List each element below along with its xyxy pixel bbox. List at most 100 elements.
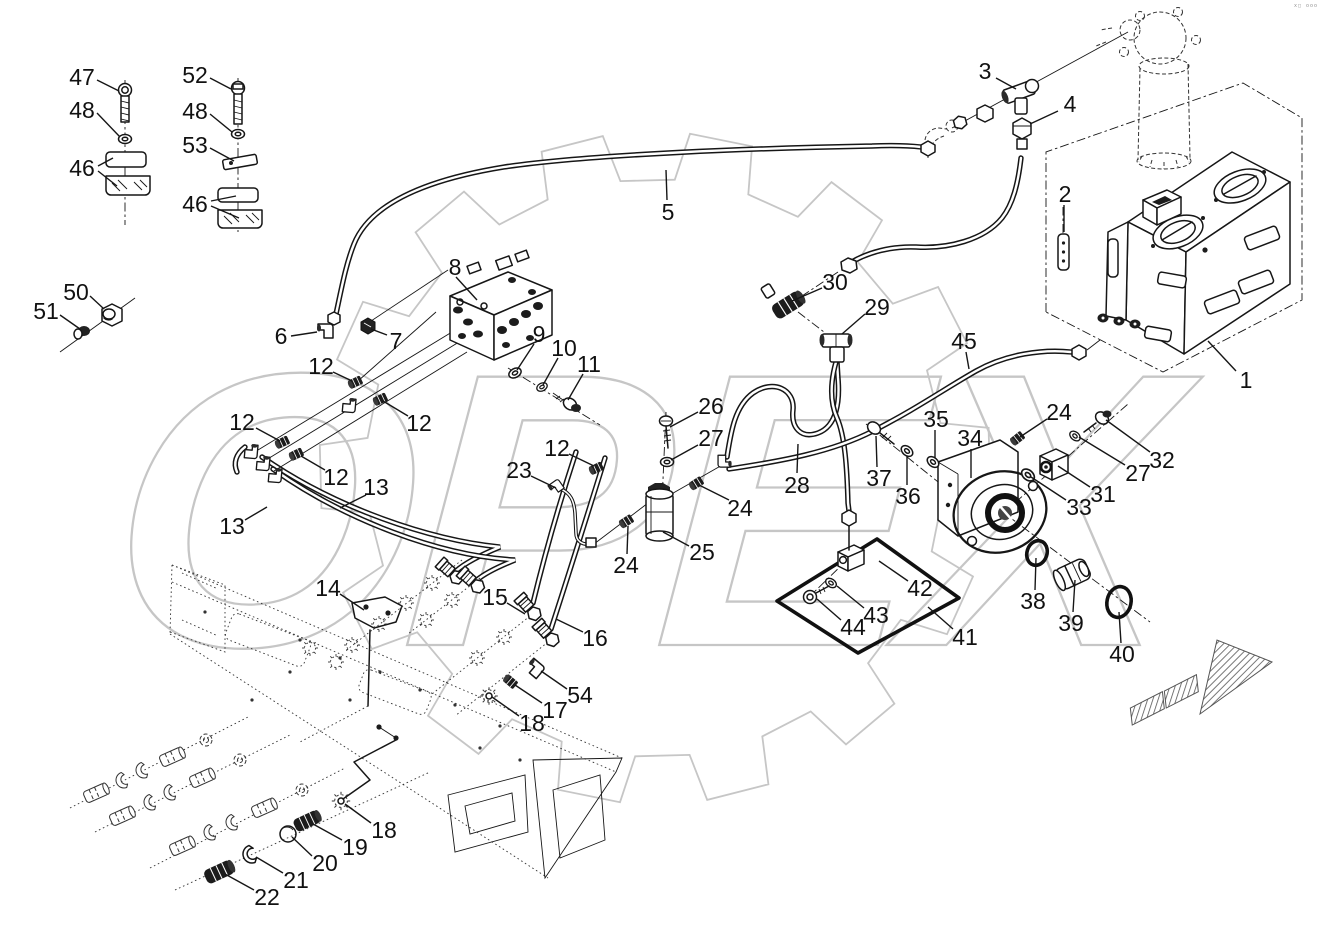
- callout-42[interactable]: 42: [907, 575, 933, 601]
- callout-leader-48: [96, 112, 121, 138]
- callout-21[interactable]: 21: [283, 867, 309, 893]
- callout-leader-19: [312, 823, 343, 841]
- hose-tank-suction-inner: [848, 156, 1023, 265]
- washer-27: [659, 456, 675, 468]
- callout-35[interactable]: 35: [923, 406, 949, 432]
- callout-4[interactable]: 4: [1064, 91, 1077, 117]
- callout-28[interactable]: 28: [784, 472, 810, 498]
- callout-16[interactable]: 16: [582, 625, 608, 651]
- callout-24[interactable]: 24: [727, 495, 753, 521]
- callout-leader-32: [1105, 419, 1151, 453]
- callout-12[interactable]: 12: [544, 435, 570, 461]
- callout-24[interactable]: 24: [1046, 399, 1072, 425]
- callout-36[interactable]: 36: [895, 483, 921, 509]
- callout-32[interactable]: 32: [1149, 447, 1175, 473]
- hose-16-inner: [549, 456, 607, 631]
- callout-40[interactable]: 40: [1109, 641, 1135, 667]
- callout-53[interactable]: 53: [182, 132, 208, 158]
- callout-leader-42: [878, 560, 909, 582]
- callout-5[interactable]: 5: [662, 199, 675, 225]
- callout-3[interactable]: 3: [979, 58, 992, 84]
- callout-18[interactable]: 18: [519, 710, 545, 736]
- callout-1[interactable]: 1: [1240, 367, 1253, 393]
- callout-29[interactable]: 29: [864, 294, 890, 320]
- callout-50[interactable]: 50: [63, 279, 89, 305]
- clamp-kit-47-48-46: [105, 82, 151, 196]
- callout-leader-13: [339, 494, 367, 509]
- callout-leader-41: [927, 606, 954, 630]
- callout-46[interactable]: 46: [69, 155, 95, 181]
- callout-leader-12: [568, 453, 595, 467]
- callout-leader-14: [339, 593, 365, 611]
- callout-13[interactable]: 13: [219, 513, 245, 539]
- callout-15[interactable]: 15: [482, 584, 508, 610]
- callout-25[interactable]: 25: [689, 539, 715, 565]
- callout-20[interactable]: 20: [312, 850, 338, 876]
- callout-leader-4: [1029, 110, 1059, 125]
- callout-12[interactable]: 12: [229, 409, 255, 435]
- callout-leader-18: [344, 803, 372, 824]
- hose-5-inner: [334, 144, 923, 316]
- callout-51[interactable]: 51: [33, 298, 59, 324]
- callout-leader-37: [875, 435, 878, 468]
- callout-45[interactable]: 45: [951, 328, 977, 354]
- tee-3: [952, 78, 1040, 130]
- callout-19[interactable]: 19: [342, 834, 368, 860]
- callout-leader-20: [291, 836, 313, 857]
- callout-6[interactable]: 6: [275, 323, 288, 349]
- tank-ports: [1097, 313, 1141, 329]
- callout-30[interactable]: 30: [822, 269, 848, 295]
- callout-27[interactable]: 27: [698, 425, 724, 451]
- callout-23[interactable]: 23: [506, 457, 532, 483]
- callout-24[interactable]: 24: [613, 552, 639, 578]
- callout-31[interactable]: 31: [1090, 481, 1116, 507]
- callout-leader-27: [1078, 436, 1126, 466]
- callout-33[interactable]: 33: [1066, 494, 1092, 520]
- callout-leader-33: [1030, 476, 1067, 501]
- callout-leader-15: [506, 602, 526, 615]
- callout-47[interactable]: 47: [69, 64, 95, 90]
- fitting-50-51: [73, 303, 123, 340]
- callout-12[interactable]: 12: [323, 464, 349, 490]
- callout-13[interactable]: 13: [363, 474, 389, 500]
- callout-leader-47: [96, 79, 120, 92]
- callout-41[interactable]: 41: [952, 624, 978, 650]
- callout-12[interactable]: 12: [308, 353, 334, 379]
- callout-leader-8: [455, 276, 478, 301]
- callout-leader-16: [555, 618, 584, 633]
- callout-44[interactable]: 44: [840, 614, 866, 640]
- coupler-30-tip: [760, 283, 776, 299]
- coupler-22: [202, 857, 238, 886]
- callout-27[interactable]: 27: [1125, 460, 1151, 486]
- callout-11[interactable]: 11: [577, 351, 601, 377]
- callout-leader-11: [567, 373, 584, 401]
- callout-43[interactable]: 43: [863, 602, 889, 628]
- callout-34[interactable]: 34: [957, 425, 983, 451]
- callout-48[interactable]: 48: [182, 98, 208, 124]
- callout-18[interactable]: 18: [371, 817, 397, 843]
- callout-22[interactable]: 22: [254, 884, 280, 910]
- callout-14[interactable]: 14: [315, 575, 341, 601]
- frame-assembly: [169, 564, 623, 880]
- callout-46[interactable]: 46: [182, 191, 208, 217]
- callout-leader-29: [841, 313, 866, 335]
- callout-9[interactable]: 9: [533, 321, 546, 347]
- callout-38[interactable]: 38: [1020, 588, 1046, 614]
- callout-37[interactable]: 37: [866, 465, 892, 491]
- callout-10[interactable]: 10: [551, 335, 577, 361]
- callout-12[interactable]: 12: [406, 410, 432, 436]
- o-ring-40: [1105, 584, 1133, 620]
- callout-7[interactable]: 7: [390, 328, 403, 354]
- screw-11: [552, 392, 581, 412]
- callout-leader-18: [491, 696, 520, 717]
- callout-48[interactable]: 48: [69, 97, 95, 123]
- callout-39[interactable]: 39: [1058, 610, 1084, 636]
- callout-17[interactable]: 17: [542, 697, 568, 723]
- callout-leader-13: [244, 506, 268, 521]
- callout-26[interactable]: 26: [698, 393, 724, 419]
- callout-54[interactable]: 54: [567, 682, 593, 708]
- callout-52[interactable]: 52: [182, 62, 208, 88]
- callout-2[interactable]: 2: [1059, 181, 1072, 207]
- callout-8[interactable]: 8: [449, 254, 462, 280]
